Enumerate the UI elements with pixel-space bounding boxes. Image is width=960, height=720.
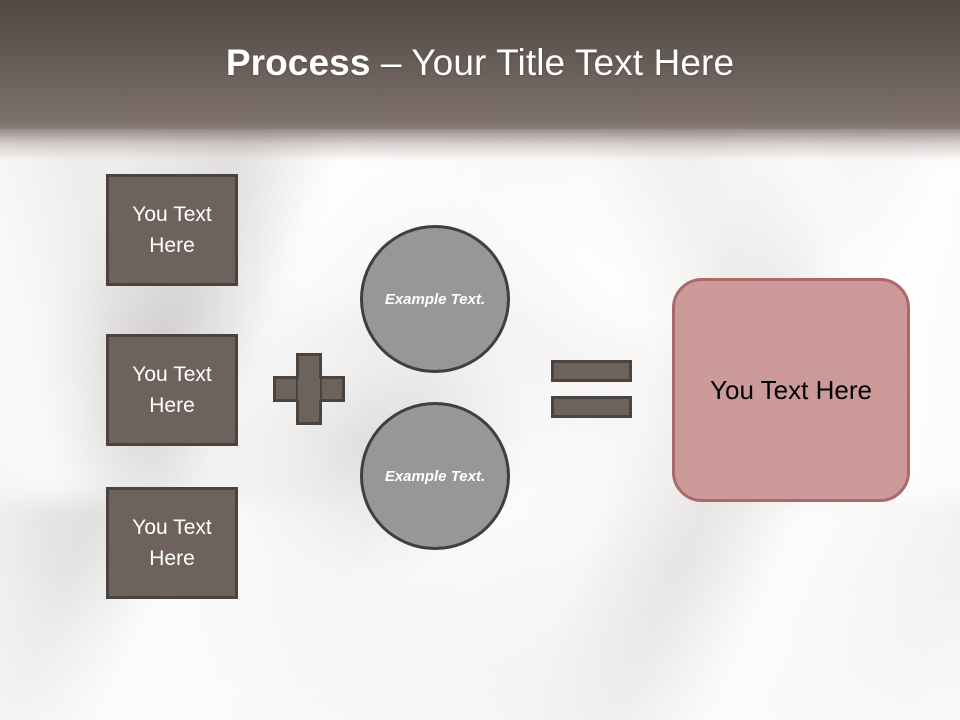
header-fade (0, 126, 960, 166)
equals-icon-top-bar (551, 360, 632, 382)
result-box[interactable]: You Text Here (672, 278, 910, 502)
page-title-rest: – Your Title Text Here (370, 41, 735, 83)
result-box-label: You Text Here (710, 374, 872, 405)
equals-icon-bottom-bar (551, 396, 632, 418)
page-title: Process – Your Title Text Here (226, 42, 734, 84)
plus-icon-center-fill (298, 378, 320, 400)
page-title-bold: Process (225, 41, 371, 83)
input-box-3[interactable]: You Text Here (106, 487, 238, 599)
input-box-2[interactable]: You Text Here (106, 334, 238, 446)
input-box-3-label: You Text Here (132, 516, 212, 570)
example-circle-1-label: Example Text. (384, 290, 486, 308)
example-circle-1[interactable]: Example Text. (360, 225, 510, 373)
example-circle-2[interactable]: Example Text. (360, 402, 510, 550)
input-box-2-label: You Text Here (132, 363, 212, 417)
input-box-1-label: You Text Here (132, 203, 212, 257)
header-band: Process – Your Title Text Here (0, 0, 960, 129)
example-circle-2-label: Example Text. (384, 467, 486, 485)
input-box-1[interactable]: You Text Here (106, 174, 238, 286)
plus-icon (273, 353, 345, 425)
equals-icon (551, 360, 632, 418)
